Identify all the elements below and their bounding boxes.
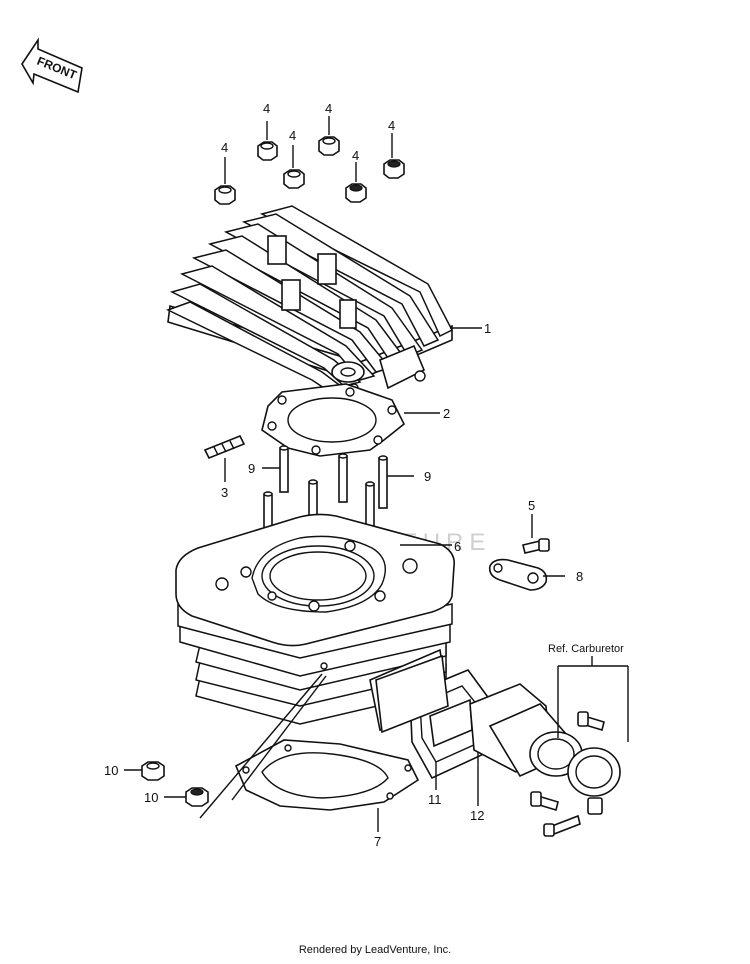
clamp-screws xyxy=(530,711,605,837)
head-gasket xyxy=(261,383,406,457)
nut-icon xyxy=(383,159,405,179)
callout-10: 10 xyxy=(104,763,118,778)
callout-7: 7 xyxy=(374,834,381,849)
nut-icon xyxy=(318,136,340,156)
bolt-5 xyxy=(522,538,550,554)
ref-carburetor-leader xyxy=(557,656,629,742)
nut-icon xyxy=(141,761,165,781)
callout-9: 9 xyxy=(424,469,431,484)
callout-4: 4 xyxy=(289,128,296,143)
callout-1: 1 xyxy=(484,321,491,336)
callout-11: 11 xyxy=(428,792,442,807)
callout-4: 4 xyxy=(325,101,332,116)
stud-bolt xyxy=(203,434,246,460)
nut-icon xyxy=(257,141,278,161)
ref-carburetor-label: Ref. Carburetor xyxy=(548,643,624,655)
callout-9: 9 xyxy=(248,461,255,476)
callout-5: 5 xyxy=(528,498,535,513)
callout-4: 4 xyxy=(221,140,228,155)
callout-12: 12 xyxy=(470,808,484,823)
nut-icon xyxy=(214,185,236,205)
nut-icon xyxy=(185,787,209,807)
callout-8: 8 xyxy=(576,569,583,584)
callout-3: 3 xyxy=(221,485,228,500)
base-nut-icons xyxy=(141,761,209,807)
reed-valve xyxy=(409,669,491,780)
callout-4: 4 xyxy=(352,148,359,163)
leader-lines-4 xyxy=(224,116,393,184)
callout-4: 4 xyxy=(388,118,395,133)
callout-10: 10 xyxy=(144,790,158,805)
callout-4: 4 xyxy=(263,101,270,116)
intake-manifold xyxy=(375,654,621,797)
front-arrow-icon: FRONT xyxy=(21,37,83,94)
callout-2: 2 xyxy=(443,406,450,421)
cylinder-head xyxy=(166,205,454,399)
callout-6: 6 xyxy=(454,539,461,554)
bracket-8 xyxy=(488,558,548,591)
footer-credit: Rendered by LeadVenture, Inc. xyxy=(298,944,452,956)
head-nut-icons xyxy=(214,136,405,205)
cylinder xyxy=(175,513,456,732)
nut-icon xyxy=(345,183,367,203)
nut-icon xyxy=(283,169,305,189)
base-gasket xyxy=(234,739,420,811)
